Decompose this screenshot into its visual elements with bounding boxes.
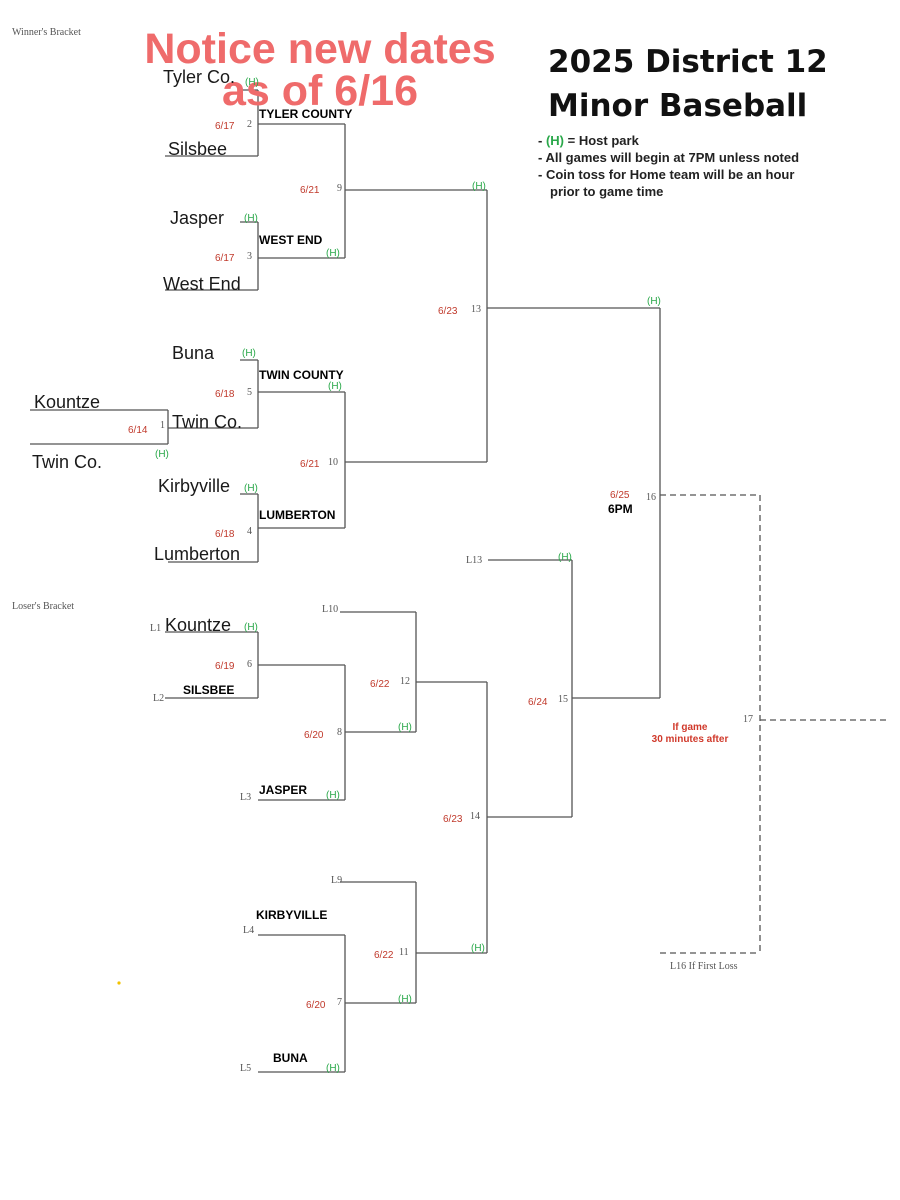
if-game-line-1: If game [672,722,708,733]
legend-host-text: = Host park [567,133,639,148]
host-marker: (H) [398,994,412,1005]
host-marker: (H) [245,77,259,88]
game-number: 13 [471,304,481,315]
game-date: 6/24 [528,697,548,708]
team-name: Tyler Co. [163,67,236,87]
game-date: 6/21 [300,185,320,196]
host-marker: (H) [328,381,342,392]
team-name: Kountze [34,392,101,412]
host-marker: (H) [326,1063,340,1074]
legend-item-coin-toss-cont: prior to game time [550,184,664,199]
title-line-2: Minor Baseball [548,88,808,124]
legend: - (H) = Host park - All games will begin… [538,132,799,200]
title-line-1: 2025 District 12 [548,44,828,80]
game-number: 16 [646,492,656,503]
game-number: 8 [337,727,342,738]
game-number: 11 [399,947,409,958]
loser-slot-label: L16 If First Loss [670,961,738,972]
legend-dash: - [538,133,543,148]
game-number: 9 [337,183,342,194]
legend-item-coin-toss: - Coin toss for Home team will be an hou… [538,167,795,182]
game-date: 6/17 [215,121,235,132]
if-game-line-2: 30 minutes after [651,734,729,745]
legend-host-marker: (H) [545,133,565,148]
loser-slot-label: L9 [331,875,343,886]
legend-item-host: - (H) = Host park [538,132,799,149]
notice-banner: Notice new dates as of 6/16 [95,25,545,115]
loser-slot-label: L3 [240,792,252,803]
host-marker: (H) [155,449,169,460]
game-date: 6/23 [438,306,458,317]
winner-label: TWIN COUNTY [259,368,344,382]
team-name: West End [163,274,241,294]
team-name: Buna [172,343,215,363]
game-number: 14 [470,811,480,822]
game-number: 17 [743,714,753,725]
notice-line-1: Notice new dates [144,25,496,73]
host-marker: (H) [326,248,340,259]
team-name: Twin Co. [172,412,243,432]
game-date: 6/18 [215,529,235,540]
game-number: 3 [247,251,252,262]
winner-label: 6PM [608,502,633,516]
legend-item-start-time: - All games will begin at 7PM unless not… [538,150,800,165]
game-number: 15 [558,694,568,705]
game-number: 2 [247,119,252,130]
winners-bracket-label: Winner's Bracket [12,27,81,38]
winner-label: LUMBERTON [259,508,336,522]
if-game-note: If game 30 minutes after [630,722,750,746]
host-marker: (H) [244,483,258,494]
game-number: 1 [160,420,165,431]
team-name: Twin Co. [32,452,103,472]
game-number: 7 [337,997,342,1008]
host-marker: (H) [558,552,572,563]
game-number: 6 [247,659,252,670]
game-number: 5 [247,387,252,398]
loser-slot-label: L4 [243,925,255,936]
host-marker: (H) [398,722,412,733]
host-marker: (H) [471,943,485,954]
host-marker: (H) [647,296,661,307]
host-marker: (H) [244,213,258,224]
game-date: 6/23 [443,814,463,825]
winner-label: SILSBEE [183,683,235,697]
winner-label: TYLER COUNTY [259,107,353,121]
game-number: 4 [247,526,252,537]
losers-bracket-label: Loser's Bracket [12,601,75,612]
winner-label: KIRBYVILLE [256,908,328,922]
team-name: Lumberton [154,544,241,564]
game-date: 6/25 [610,490,630,501]
game-date: 6/21 [300,459,320,470]
game-date: 6/20 [304,730,324,741]
page-title: 2025 District 12 Minor Baseball [548,40,828,128]
winner-label: BUNA [273,1051,308,1065]
host-marker: (H) [244,622,258,633]
host-marker: (H) [242,348,256,359]
team-name: Kountze [165,615,232,635]
game-date: 6/20 [306,1000,326,1011]
host-marker: (H) [326,790,340,801]
host-marker: (H) [472,181,486,192]
game-date: 6/18 [215,389,235,400]
loser-slot-label: L2 [153,693,165,704]
team-name: Silsbee [168,139,228,159]
notice-line-2: as of 6/16 [222,67,418,115]
game-date: 6/14 [128,425,148,436]
game-date: 6/22 [370,679,390,690]
loser-slot-label: L5 [240,1063,252,1074]
game-date: 6/19 [215,661,235,672]
winner-label: JASPER [259,783,308,797]
game-date: 6/17 [215,253,235,264]
loser-slot-label: L1 [150,623,162,634]
game-number: 12 [400,676,410,687]
loser-slot-label: L10 [322,604,339,615]
loser-slot-label: L13 [466,555,483,566]
team-name: Kirbyville [158,476,231,496]
game-date: 6/22 [374,950,394,961]
stray-dot [117,981,121,985]
game-number: 10 [328,457,338,468]
team-name: Jasper [170,208,225,228]
winner-label: WEST END [259,233,323,247]
